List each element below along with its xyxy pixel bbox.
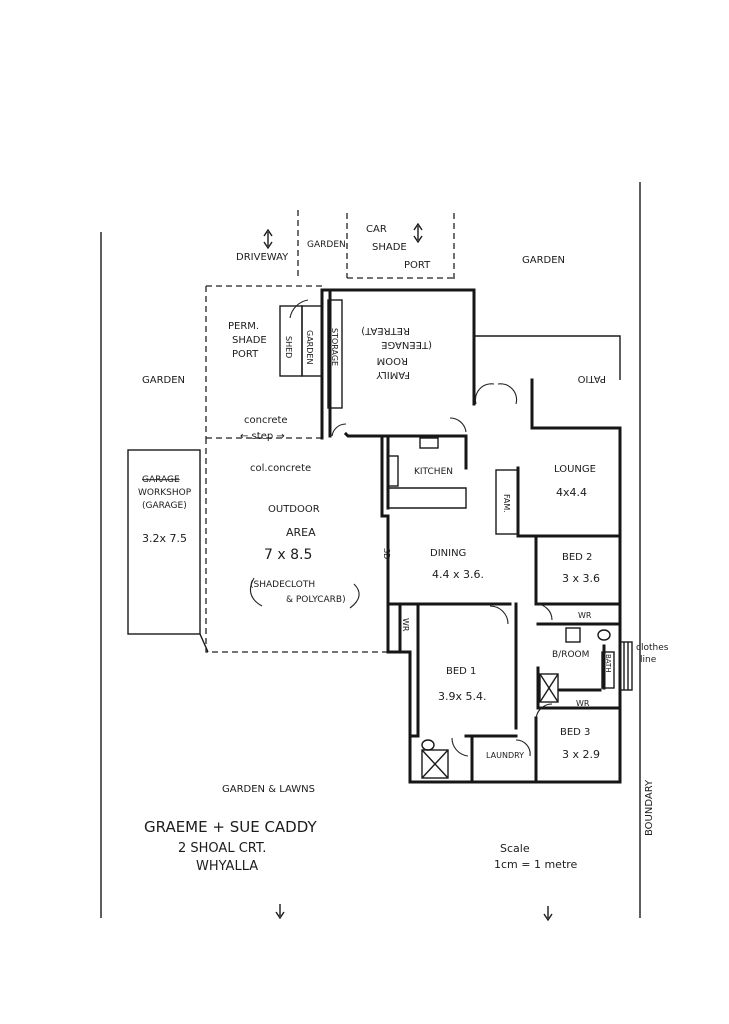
label-bed1-dims: 3.9x 5.4. <box>438 690 487 703</box>
label-dining-dims: 4.4 x 3.6. <box>432 568 484 581</box>
label-workshop-dims: 3.2x 7.5 <box>142 532 187 545</box>
label-line: line <box>640 655 657 665</box>
label-col-concrete: col.concrete <box>250 463 311 474</box>
label-garden-right: GARDEN <box>522 255 565 266</box>
label-port: PORT <box>404 260 431 271</box>
label-kitchen: KITCHEN <box>414 467 453 477</box>
label-bed1: BED 1 <box>446 666 476 677</box>
label-bed3-dims: 3 x 2.9 <box>562 748 600 761</box>
label-boundary: BOUNDARY <box>644 779 655 836</box>
address-line2: WHYALLA <box>196 859 258 874</box>
scale-title: Scale <box>500 842 530 855</box>
label-retreat: RETREAT) <box>361 325 410 336</box>
label-wr-upper: WR <box>578 611 592 620</box>
label-garage: (GARAGE) <box>142 501 187 511</box>
label-area: AREA <box>286 526 316 539</box>
label-patio: PATIO <box>577 373 606 384</box>
label-shade: SHADE <box>372 242 407 253</box>
label-garden-top: GARDEN <box>307 240 346 250</box>
label-garden-left: GARDEN <box>142 375 185 386</box>
label-clothes: clothes <box>636 643 669 653</box>
label-outdoor: OUTDOOR <box>268 504 320 515</box>
label-lounge-dims: 4x4.4 <box>556 486 587 499</box>
label-bed2: BED 2 <box>562 552 592 563</box>
label-perm-shade: SHADE <box>232 335 267 346</box>
door-swings <box>289 299 553 757</box>
label-perm: PERM. <box>228 321 259 332</box>
label-dining: DINING <box>430 548 466 559</box>
scale-value: 1cm = 1 metre <box>494 858 578 871</box>
label-bathroom: B/ROOM <box>552 650 589 660</box>
shadecloth-bracket-right <box>349 583 360 609</box>
address-line1: 2 SHOAL CRT. <box>178 841 266 856</box>
label-teenage: (TEENAGE <box>381 339 432 350</box>
label-room: ROOM <box>377 355 408 366</box>
label-bed2-dims: 3 x 3.6 <box>562 572 600 585</box>
label-family: FAMILY <box>376 369 410 380</box>
label-sd: SD <box>382 548 391 559</box>
arrows <box>263 222 553 922</box>
boundary-lines <box>100 182 641 918</box>
label-bath: BATH <box>604 654 612 673</box>
label-shadecloth: (SHADECLOTH <box>250 580 315 590</box>
label-outdoor-dims: 7 x 8.5 <box>264 547 312 563</box>
label-workshop: WORKSHOP <box>138 488 192 498</box>
label-lounge: LOUNGE <box>554 464 596 475</box>
shadecloth-bracket-left <box>249 577 263 607</box>
workshop-edge <box>199 633 209 653</box>
label-driveway: DRIVEWAY <box>236 252 289 263</box>
label-concrete: concrete <box>244 415 288 426</box>
house-walls <box>320 288 622 784</box>
outdoor-area-outline <box>205 438 388 653</box>
label-garden-shed: GARDEN <box>305 330 314 364</box>
label-fam: FAM. <box>502 494 511 513</box>
label-polycarb: & POLYCARB) <box>286 595 346 605</box>
label-workshop-struck: GARAGE <box>142 475 180 485</box>
owner-name: GRAEME + SUE CADDY <box>144 818 317 836</box>
shade-port-outline <box>205 285 322 439</box>
label-shed: SHED <box>284 336 293 358</box>
label-laundry: LAUNDRY <box>486 751 524 760</box>
label-car: CAR <box>366 224 387 235</box>
label-wr-lower: WR <box>576 699 590 708</box>
label-wr-left: WR <box>401 618 410 632</box>
label-perm-port: PORT <box>232 349 259 360</box>
label-garden-lawns: GARDEN & LAWNS <box>222 784 315 795</box>
label-storage: STORAGE <box>330 328 339 366</box>
workshop-walls <box>127 449 201 635</box>
fixtures <box>279 299 633 779</box>
carport-outline <box>297 210 456 280</box>
label-bed3: BED 3 <box>560 727 590 738</box>
label-step: ← step → <box>240 431 285 442</box>
